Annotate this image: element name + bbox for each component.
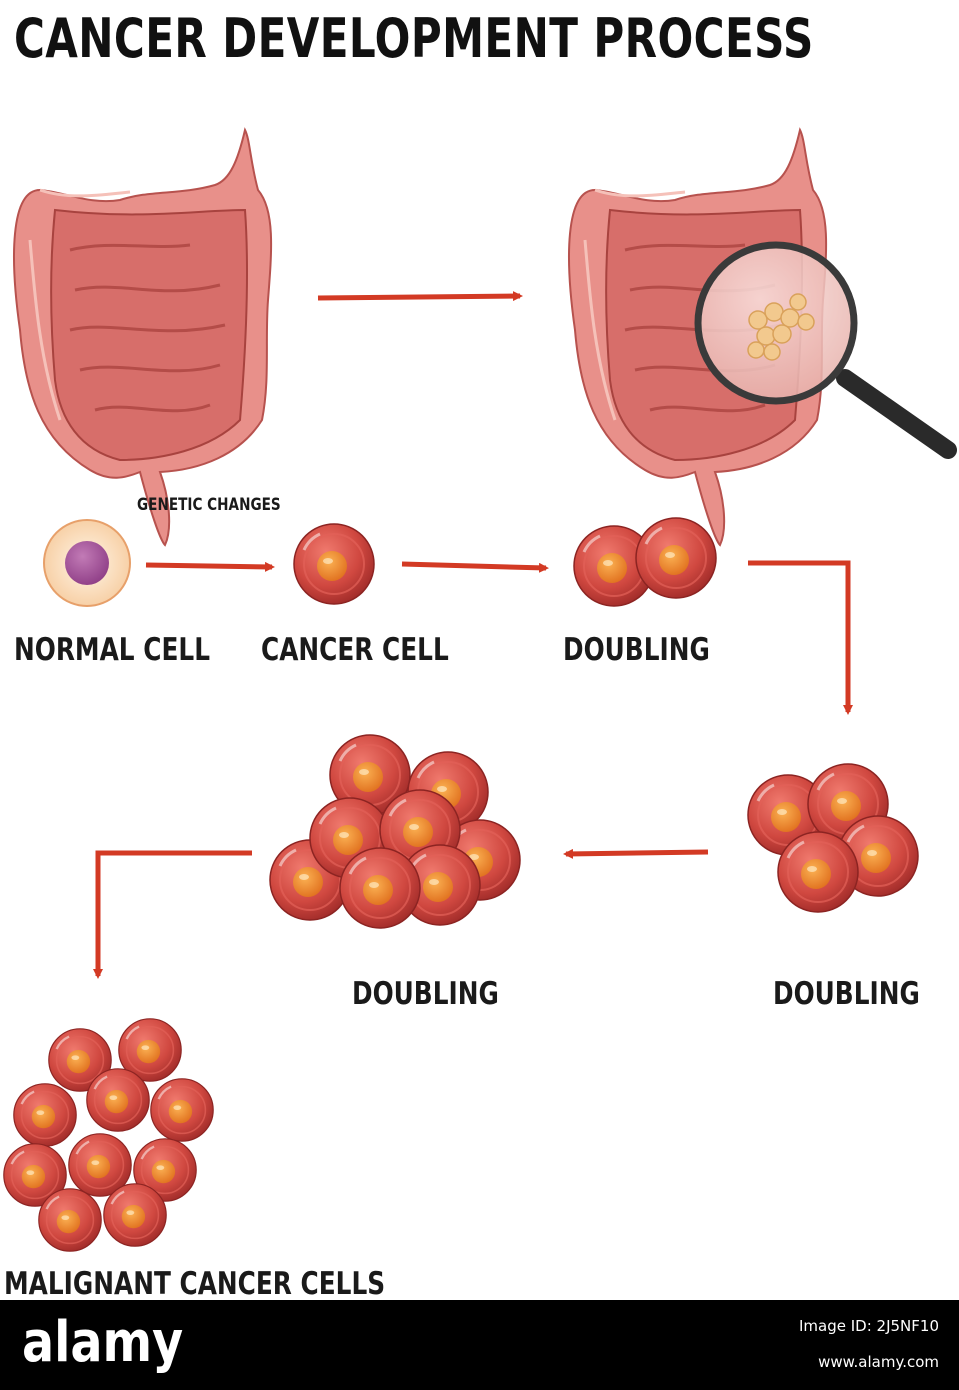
normal-cell-icon	[43, 519, 131, 607]
arrow-to-doubling-1	[401, 561, 549, 573]
normal-cell-label: NORMAL CELL	[14, 632, 210, 668]
page-title: CANCER DEVELOPMENT PROCESS	[14, 7, 814, 70]
arrow-genetic-changes	[145, 561, 275, 572]
malignant-cells-icon	[2, 1017, 215, 1253]
genetic-changes-label: GENETIC CHANGES	[137, 495, 281, 515]
doubling-label-3: DOUBLING	[352, 976, 499, 1012]
cancer-cell-icon	[292, 522, 376, 606]
healthy-intestine-icon	[12, 128, 273, 547]
watermark-footer	[0, 1300, 959, 1390]
cancer-cell-label: CANCER CELL	[261, 632, 449, 668]
doubling-label-2: DOUBLING	[773, 976, 920, 1012]
image-id-text: Image ID: 2J5NF10	[799, 1317, 939, 1335]
doubling-label-1: DOUBLING	[563, 632, 710, 668]
site-url-text: www.alamy.com	[818, 1353, 939, 1371]
arrow-to-malignant	[93, 850, 252, 979]
doubling-cells-icon-1	[572, 516, 718, 608]
alamy-logo: alamy	[22, 1310, 184, 1375]
doubling-cells-icon-2	[746, 762, 920, 914]
malignant-cells-label: MALIGNANT CANCER CELLS	[4, 1266, 386, 1302]
doubling-cells-icon-3	[268, 733, 522, 930]
diagram-artwork	[2, 128, 957, 1253]
magnifying-glass-icon	[694, 241, 957, 459]
arrow-to-doubling-3	[563, 848, 709, 859]
arrow-to-doubling-2	[748, 560, 853, 715]
arrow-intestine	[317, 291, 523, 302]
